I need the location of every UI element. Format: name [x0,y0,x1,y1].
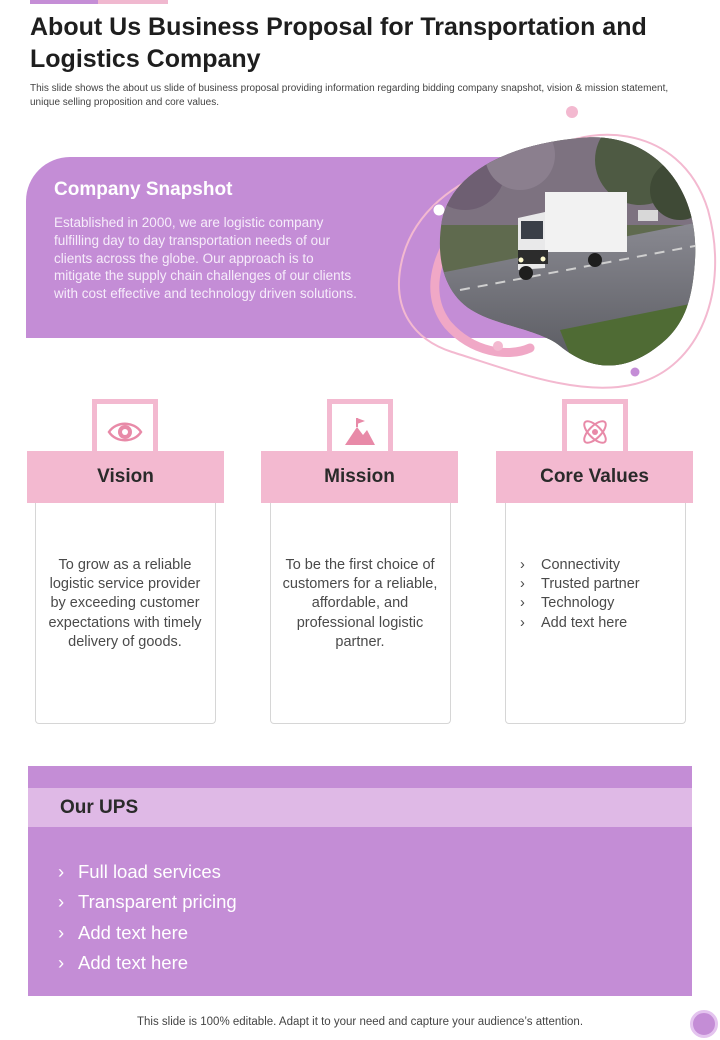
mission-text: To be the first choice of customers for … [282,557,438,650]
top-accent-bar [30,0,98,4]
list-item: Add text here [58,918,237,949]
ups-list: Full load services Transparent pricing A… [58,857,237,978]
vision-text: To grow as a reliable logistic service p… [48,557,202,650]
ups-title-strip [28,788,692,827]
vision-card [35,503,216,724]
page-title: About Us Business Proposal for Transport… [30,13,647,73]
atom-icon [583,420,607,444]
list-item: Connectivity [520,556,680,575]
page-subtitle: This slide shows the about us slide of b… [30,83,669,108]
footer-decoration [690,1010,718,1038]
vision-heading: Vision [27,451,224,503]
eye-icon [107,422,143,442]
list-item: Add text here [58,948,237,979]
footer-note: This slide is 100% editable. Adapt it to… [136,1016,584,1028]
company-snapshot-text: Established in 2000, we are logistic com… [54,215,357,302]
mission-card [270,503,451,724]
top-accent-bar-pink [98,0,168,4]
list-item: Transparent pricing [58,887,237,918]
ups-heading: Our UPS [60,797,139,818]
mountain-flag-icon [345,418,375,445]
core-values-list: Connectivity Trusted partner Technology … [520,556,680,633]
company-snapshot-heading: Company Snapshot [54,179,233,200]
list-item: Trusted partner [520,575,680,594]
truck-photo-blob [397,106,717,389]
list-item: Add text here [520,614,680,633]
list-item: Technology [520,594,680,613]
list-item: Full load services [58,857,237,888]
mission-heading: Mission [261,451,458,503]
core-values-heading: Core Values [496,451,693,503]
